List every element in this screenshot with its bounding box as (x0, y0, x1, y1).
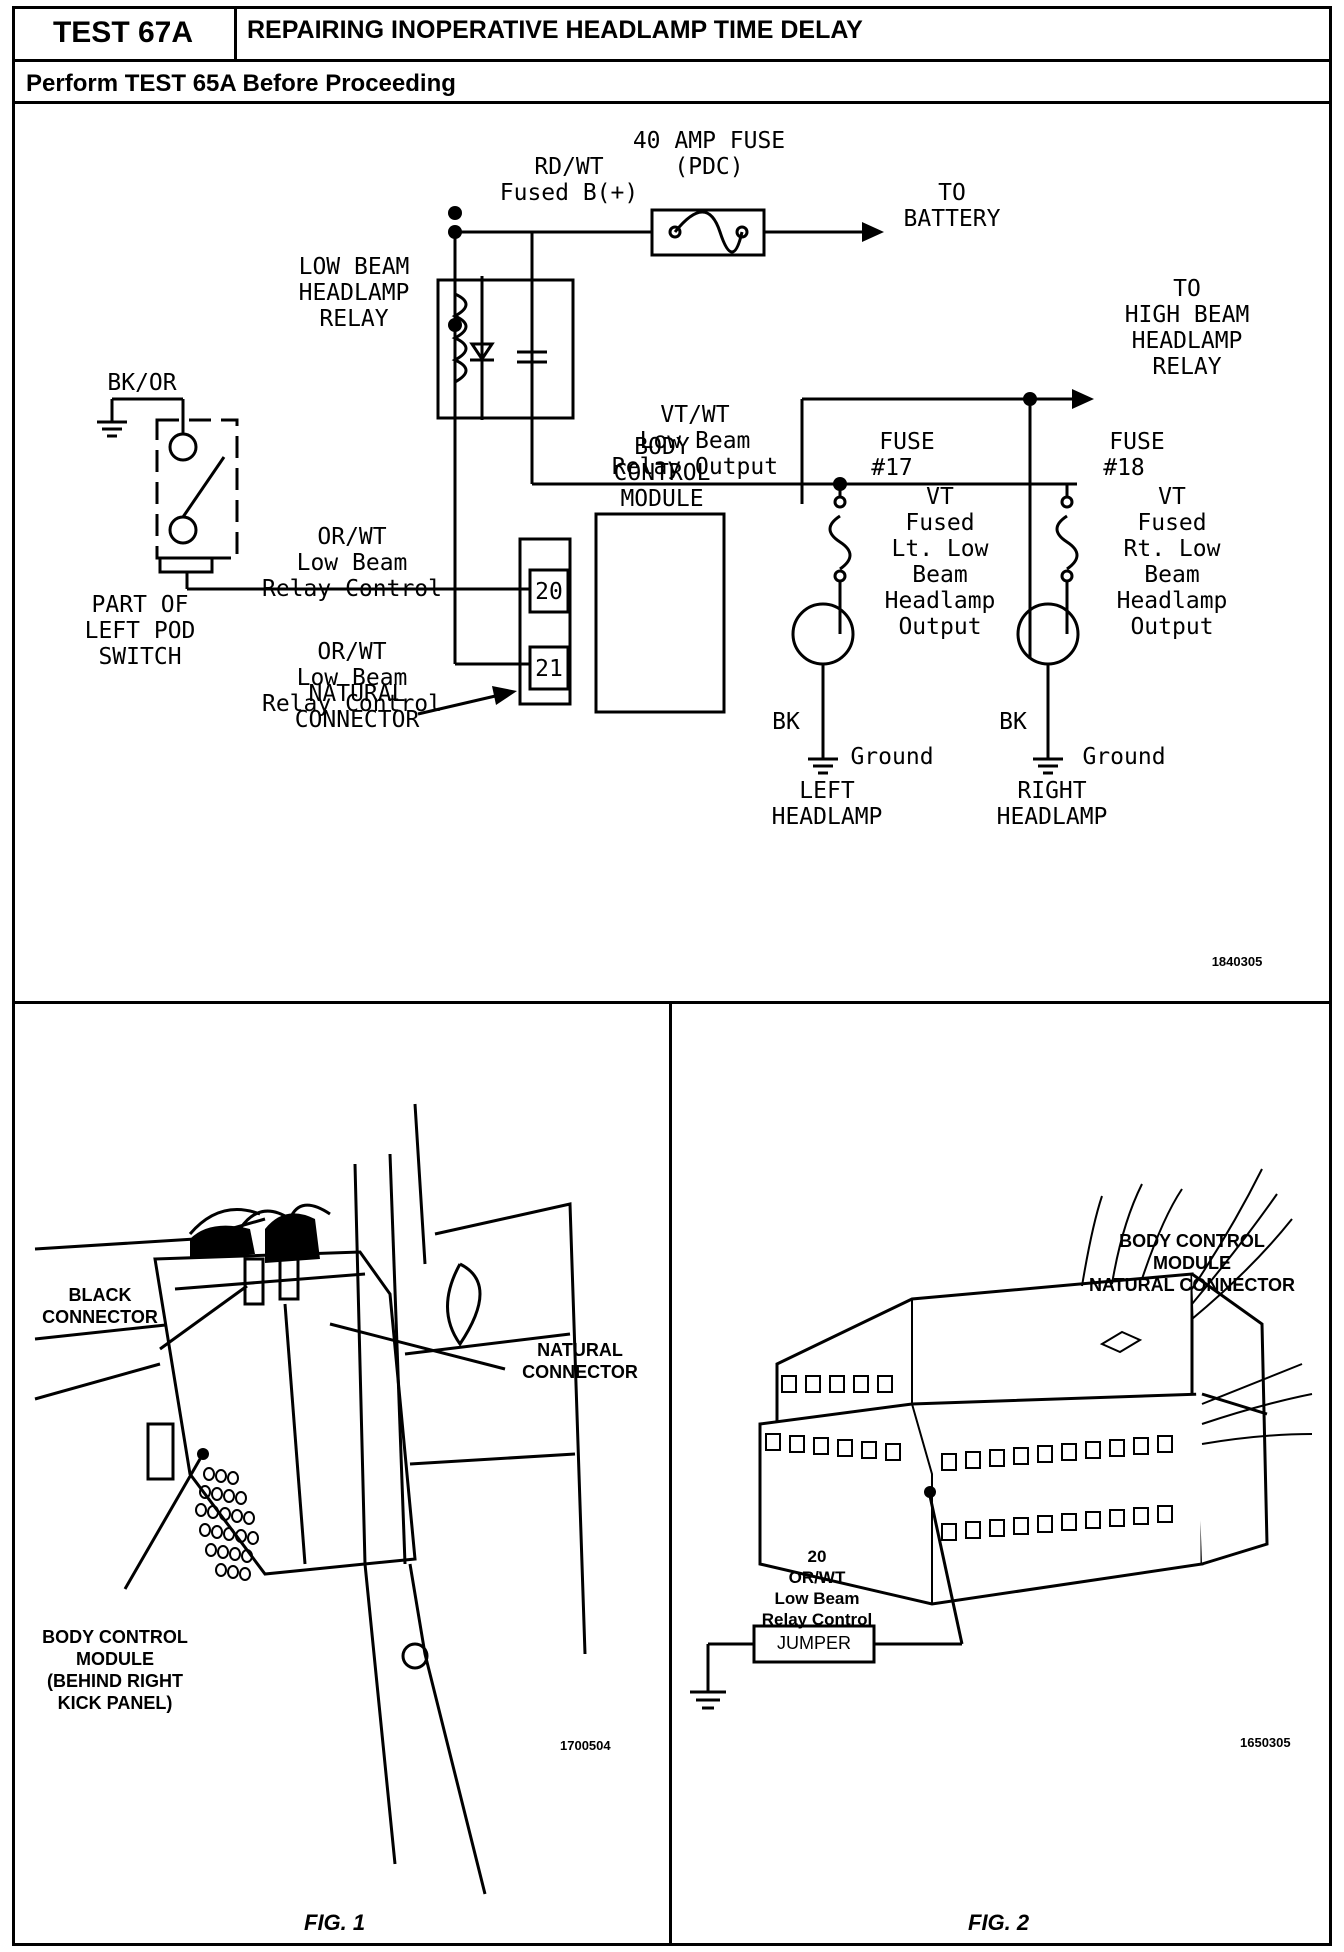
highbeam-line2: HIGH BEAM (1125, 302, 1250, 328)
switch-line3: SWITCH (98, 644, 181, 670)
fig2-caption: FIG. 2 (968, 1910, 1030, 1935)
orwt2-line3: Relay Control (262, 691, 442, 717)
figure-divider (669, 1001, 672, 1946)
orwt2-line1: OR/WT (317, 639, 386, 665)
ground-left-label: Ground (850, 744, 933, 770)
left-output-line3: Lt. Low (892, 536, 989, 562)
fuse40-line2: (PDC) (674, 154, 743, 180)
highbeam-line3: HEADLAMP (1132, 328, 1243, 354)
fig2-bcm-line3: NATURAL CONNECTOR (1089, 1275, 1295, 1295)
relay-line3: RELAY (319, 306, 388, 332)
bcm-line3: MODULE (620, 486, 703, 512)
bk-right-label: BK (999, 709, 1027, 735)
vtwt-line2: Low Beam (640, 428, 751, 454)
battery-line1: TO (938, 180, 966, 206)
orwt1-line2: Low Beam (297, 550, 408, 576)
fuse18-line2: #18 (1103, 455, 1145, 481)
rdwt-line2: Fused B(+) (500, 180, 638, 206)
ground-right-label: Ground (1082, 744, 1165, 770)
bcm-line4: KICK PANEL) (57, 1693, 173, 1713)
natural-line1: NATURAL (309, 681, 406, 707)
fig2-pin-line1: 20 (807, 1547, 827, 1566)
pin20-label: 20 (535, 579, 563, 605)
left-output-line1: VT (926, 484, 954, 510)
switch-line1: PART OF (92, 592, 189, 618)
left-output-line4: Beam (912, 562, 967, 588)
natural-connector-line1: NATURAL (537, 1340, 623, 1360)
black-connector-line2: CONNECTOR (42, 1307, 158, 1327)
right-output-line6: Output (1130, 614, 1213, 640)
left-output-line6: Output (898, 614, 981, 640)
bcm-line3: (BEHIND RIGHT (47, 1671, 183, 1691)
prerequisite-text: Perform TEST 65A Before Proceeding (26, 70, 456, 97)
header-row: TEST 67A REPAIRING INOPERATIVE HEADLAMP … (12, 6, 1332, 62)
black-connector-line1: BLACK (68, 1285, 132, 1305)
left-output-line5: Headlamp (885, 588, 996, 614)
left-headlamp-line2: HEADLAMP (772, 804, 883, 830)
prerequisite-row: Perform TEST 65A Before Proceeding (12, 62, 1332, 104)
test-title: REPAIRING INOPERATIVE HEADLAMP TIME DELA… (247, 16, 863, 44)
switch-line2: LEFT POD (85, 618, 196, 644)
right-output-line2: Fused (1137, 510, 1206, 536)
bkor-label: BK/OR (107, 370, 176, 396)
bcm-line2: MODULE (76, 1649, 154, 1669)
fig2-figure-id: 1650305 (1240, 1735, 1291, 1750)
relay-line1: LOW BEAM (299, 254, 410, 280)
fig2-pin-line4: Relay Control (761, 1610, 873, 1629)
left-headlamp-line1: LEFT (799, 778, 855, 804)
vtwt-line3: Relay Output (612, 454, 778, 480)
orwt1-line1: OR/WT (317, 524, 386, 550)
right-headlamp-line2: HEADLAMP (997, 804, 1108, 830)
test-id: TEST 67A (12, 6, 237, 59)
relay-line2: HEADLAMP (299, 280, 410, 306)
fig1-caption: FIG. 1 (304, 1910, 366, 1935)
natural-line2: CONNECTOR (295, 707, 420, 733)
wiring-schematic: 40 AMP FUSE (PDC) RD/WT Fused B(+) TO BA… (85, 128, 1263, 969)
bcm-line1: BODY (634, 434, 690, 460)
fig1-illustration (34, 1103, 587, 1895)
fig1-figure-id: 1700504 (560, 1738, 611, 1753)
fig2-illustration (690, 1168, 1313, 1710)
rdwt-line1: RD/WT (534, 154, 603, 180)
natural-connector-line2: CONNECTOR (522, 1362, 638, 1382)
bk-left-label: BK (772, 709, 800, 735)
right-output-line4: Beam (1144, 562, 1199, 588)
right-output-line1: VT (1158, 484, 1186, 510)
bcm-line1: BODY CONTROL (42, 1627, 188, 1647)
fig2-bcm-line1: BODY CONTROL (1119, 1231, 1265, 1251)
right-output-line3: Rt. Low (1124, 536, 1221, 562)
fig2-bcm-line2: MODULE (1153, 1253, 1231, 1273)
jumper-label: JUMPER (776, 1633, 851, 1653)
schematic-figure-id: 1840305 (1212, 954, 1263, 969)
fig2-labels: BODY CONTROL MODULE NATURAL CONNECTOR 20… (672, 1004, 1330, 1944)
pin21-label: 21 (535, 656, 563, 682)
fuse18-line1: FUSE (1109, 429, 1164, 455)
page-frame (12, 6, 1332, 1946)
fig2-pin-line3: Low Beam (774, 1589, 860, 1608)
section-divider (12, 1001, 1332, 1004)
fuse40-line1: 40 AMP FUSE (633, 128, 785, 154)
fuse17-line1: FUSE (879, 429, 934, 455)
left-output-line2: Fused (905, 510, 974, 536)
highbeam-line1: TO (1173, 276, 1201, 302)
right-headlamp-line1: RIGHT (1017, 778, 1086, 804)
fig1-labels: BLACK CONNECTOR NATURAL CONNECTOR BODY C… (15, 1004, 669, 1944)
fig2-pin-line2: OR/WT (788, 1568, 846, 1587)
fuse17-line2: #17 (871, 455, 913, 481)
orwt2-line2: Low Beam (297, 665, 408, 691)
bcm-line2: CONTROL (614, 460, 711, 486)
right-output-line5: Headlamp (1117, 588, 1228, 614)
highbeam-line4: RELAY (1152, 354, 1221, 380)
orwt1-line3: Relay Control (262, 576, 442, 602)
vtwt-line1: VT/WT (660, 402, 729, 428)
battery-line2: BATTERY (904, 206, 1001, 232)
